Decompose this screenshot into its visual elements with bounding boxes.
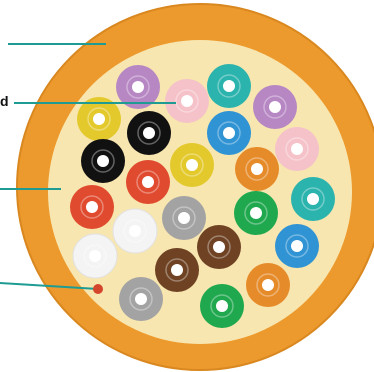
fiber-core — [178, 212, 190, 224]
fiber-group — [70, 64, 335, 328]
fiber-core — [269, 101, 281, 113]
fiber-core — [223, 80, 235, 92]
fiber-tube-red — [70, 185, 114, 229]
fiber-core — [291, 143, 303, 155]
fiber-tube-yellow — [170, 143, 214, 187]
fiber-tube-blue — [207, 111, 251, 155]
fiber-core — [186, 159, 198, 171]
fiber-core — [93, 113, 105, 125]
fiber-core — [213, 241, 225, 253]
fiber-core — [251, 163, 263, 175]
fiber-tube-brown — [155, 248, 199, 292]
fiber-core — [250, 207, 262, 219]
fiber-core — [97, 155, 109, 167]
fiber-tube-violet — [253, 85, 297, 129]
fiber-core — [86, 201, 98, 213]
fiber-core — [89, 250, 101, 262]
fiber-tube-white — [112, 208, 158, 254]
fiber-core — [216, 300, 228, 312]
fiber-tube-aqua — [207, 64, 251, 108]
fiber-core — [291, 240, 303, 252]
fiber-tube-brown — [197, 225, 241, 269]
leader-line-4 — [0, 282, 99, 290]
fiber-tube-orange — [246, 263, 290, 307]
fiber-core — [135, 293, 147, 305]
fiber-core — [142, 176, 154, 188]
fiber-tube-red — [126, 160, 170, 204]
fiber-tube-blue — [275, 224, 319, 268]
fiber-core — [129, 225, 141, 237]
fiber-core — [132, 81, 144, 93]
fiber-tube-green — [234, 191, 278, 235]
fiber-core — [262, 279, 274, 291]
fiber-core — [223, 127, 235, 139]
fiber-tube-slate — [119, 277, 163, 321]
fiber-tube-yellow — [77, 97, 121, 141]
fiber-tube-slate — [162, 196, 206, 240]
fiber-tube-black — [81, 139, 125, 183]
leader-lines — [0, 43, 176, 290]
fiber-core — [171, 264, 183, 276]
fiber-core — [307, 193, 319, 205]
strength-member-dot — [93, 284, 103, 294]
fiber-tube-green — [200, 284, 244, 328]
fiber-tube-rose — [165, 79, 209, 123]
fiber-core — [181, 95, 193, 107]
fiber-tube-aqua — [291, 177, 335, 221]
fiber-tube-orange — [235, 147, 279, 191]
fiber-tube-black — [127, 111, 171, 155]
fiber-core — [143, 127, 155, 139]
fiber-tube-rose — [275, 127, 319, 171]
label-fiber-tube: d — [0, 93, 9, 109]
fiber-tube-white — [72, 233, 118, 279]
fiber-tube-violet — [116, 65, 160, 109]
